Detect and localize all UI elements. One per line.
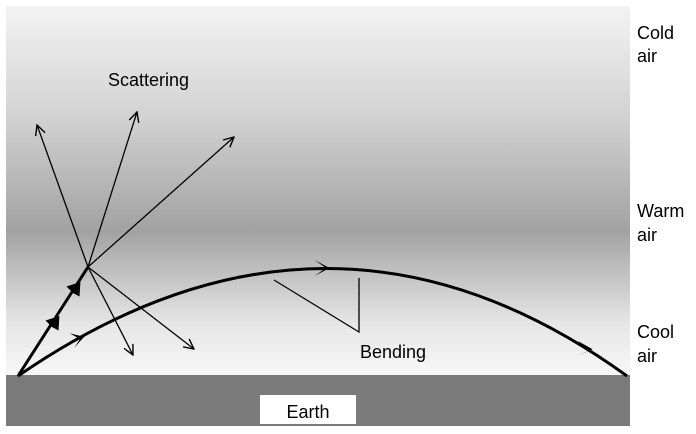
scattering-label: Scattering	[108, 70, 189, 90]
earth-label: Earth	[286, 402, 329, 422]
cool-air-label: Cool air	[637, 322, 679, 366]
warm-air-label: Warm air	[637, 201, 689, 245]
cold-air-label: Cold air	[637, 23, 679, 66]
bending-label: Bending	[360, 342, 426, 362]
